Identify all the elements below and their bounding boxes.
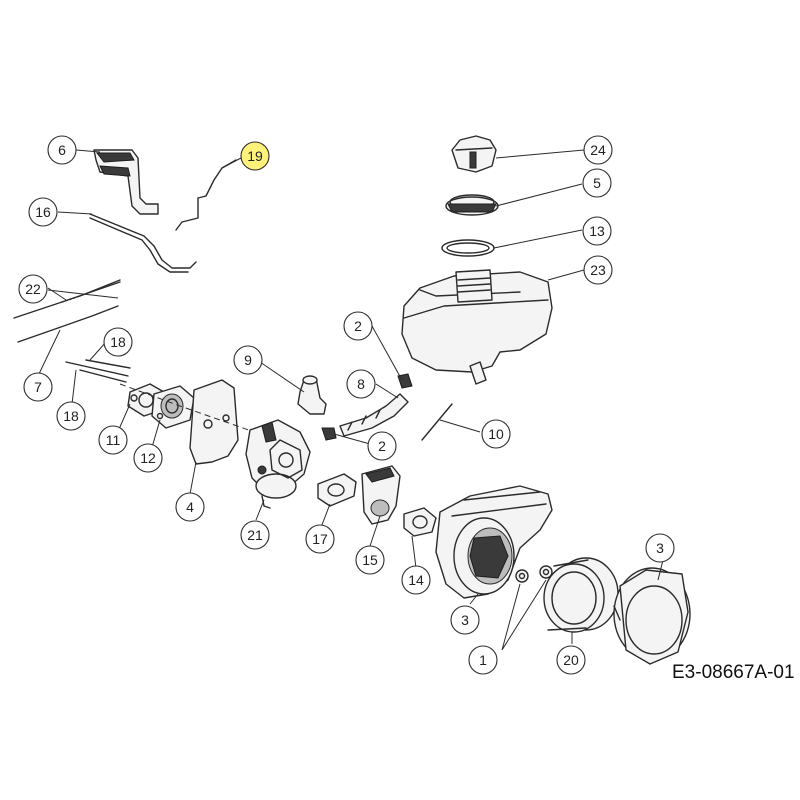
callout-12: 12 (133, 443, 163, 473)
part-24-fuel-cap (451, 135, 497, 173)
callout-5: 5 (582, 168, 612, 198)
callout-11-label: 11 (106, 432, 121, 448)
callout-4: 4 (175, 492, 205, 522)
callout-9-label: 9 (244, 352, 252, 368)
part-4-plate (189, 379, 239, 465)
callouts: 6 19 16 22 7 18 18 9 11 12 4 21 17 15 14… (18, 135, 675, 675)
callout-2-lower: 2 (367, 431, 397, 461)
callout-18-upper: 18 (103, 327, 133, 357)
part-14-gasket (403, 507, 437, 537)
callout-3-base-label: 3 (461, 612, 469, 628)
callout-11: 11 (98, 425, 128, 455)
callout-18-lower: 18 (56, 401, 86, 431)
callout-15: 15 (355, 545, 385, 575)
part-19-wire-link (175, 159, 237, 231)
callout-10-label: 10 (488, 426, 504, 442)
callout-16: 16 (28, 197, 58, 227)
callout-21: 21 (240, 520, 270, 550)
callout-18-upper-label: 18 (110, 334, 126, 350)
callout-14-label: 14 (408, 572, 424, 588)
callout-8-label: 8 (357, 376, 365, 392)
part-9-elbow (297, 375, 327, 415)
drawing-reference-code: E3-08667A-01 (672, 662, 795, 683)
part-5-strainer-ring (445, 194, 499, 216)
callout-6: 6 (47, 135, 77, 165)
part-6-bracket (93, 149, 159, 215)
part-7-wire (17, 305, 119, 343)
callout-1-label: 1 (479, 652, 487, 668)
callout-1: 1 (468, 645, 498, 675)
callout-23: 23 (583, 255, 613, 285)
callout-2-upper: 2 (343, 311, 373, 341)
part-12-spacer (151, 385, 195, 429)
callout-20-label: 20 (563, 652, 579, 668)
callout-13-label: 13 (589, 223, 605, 239)
callout-8: 8 (346, 369, 376, 399)
part-17-gasket (317, 473, 357, 507)
callout-13: 13 (582, 216, 612, 246)
part-10-pin (421, 403, 453, 441)
callout-23-label: 23 (590, 262, 606, 278)
callout-3-cover: 3 (645, 533, 675, 563)
callout-3-cover-label: 3 (656, 540, 664, 556)
callout-21-label: 21 (247, 527, 263, 543)
part-2-clamp-lower (321, 427, 337, 441)
part-23-fuel-tank (401, 269, 553, 385)
callout-17-label: 17 (312, 531, 328, 547)
callout-20: 20 (556, 645, 586, 675)
callout-19-label: 19 (247, 148, 263, 164)
part-21-carburetor (245, 419, 311, 509)
callout-14: 14 (401, 565, 431, 595)
callout-18-lower-label: 18 (63, 408, 79, 424)
callout-6-label: 6 (58, 142, 66, 158)
callout-9: 9 (233, 345, 263, 375)
part-3-filter-base (435, 485, 553, 599)
callout-19: 19 (240, 141, 270, 171)
callout-22: 22 (18, 274, 48, 304)
callout-2-lower-label: 2 (378, 438, 386, 454)
part-13-gasket (441, 239, 495, 257)
callout-17: 17 (305, 524, 335, 554)
callout-15-label: 15 (362, 552, 378, 568)
callout-7: 7 (23, 372, 53, 402)
part-16-governor-rod (89, 213, 197, 273)
alignment-line (119, 383, 261, 435)
callout-10: 10 (481, 419, 511, 449)
callout-24-label: 24 (590, 142, 606, 158)
part-1-nuts (515, 565, 553, 583)
callout-2-upper-label: 2 (354, 318, 362, 334)
part-2-clamp-upper (397, 373, 413, 389)
part-20-filter-element (543, 557, 619, 633)
callout-16-label: 16 (35, 204, 51, 220)
callout-7-label: 7 (34, 379, 42, 395)
callout-3-base: 3 (450, 605, 480, 635)
part-18-studs (65, 359, 131, 383)
callout-22-label: 22 (25, 281, 41, 297)
callout-24: 24 (583, 135, 613, 165)
callout-5-label: 5 (593, 175, 601, 191)
callout-4-label: 4 (186, 499, 194, 515)
callout-12-label: 12 (140, 450, 156, 466)
part-8-fuel-hose (339, 393, 409, 437)
part-3-filter-cover (613, 567, 691, 665)
part-15-adapter (361, 465, 401, 525)
part-22-throttle-rod (13, 279, 121, 319)
